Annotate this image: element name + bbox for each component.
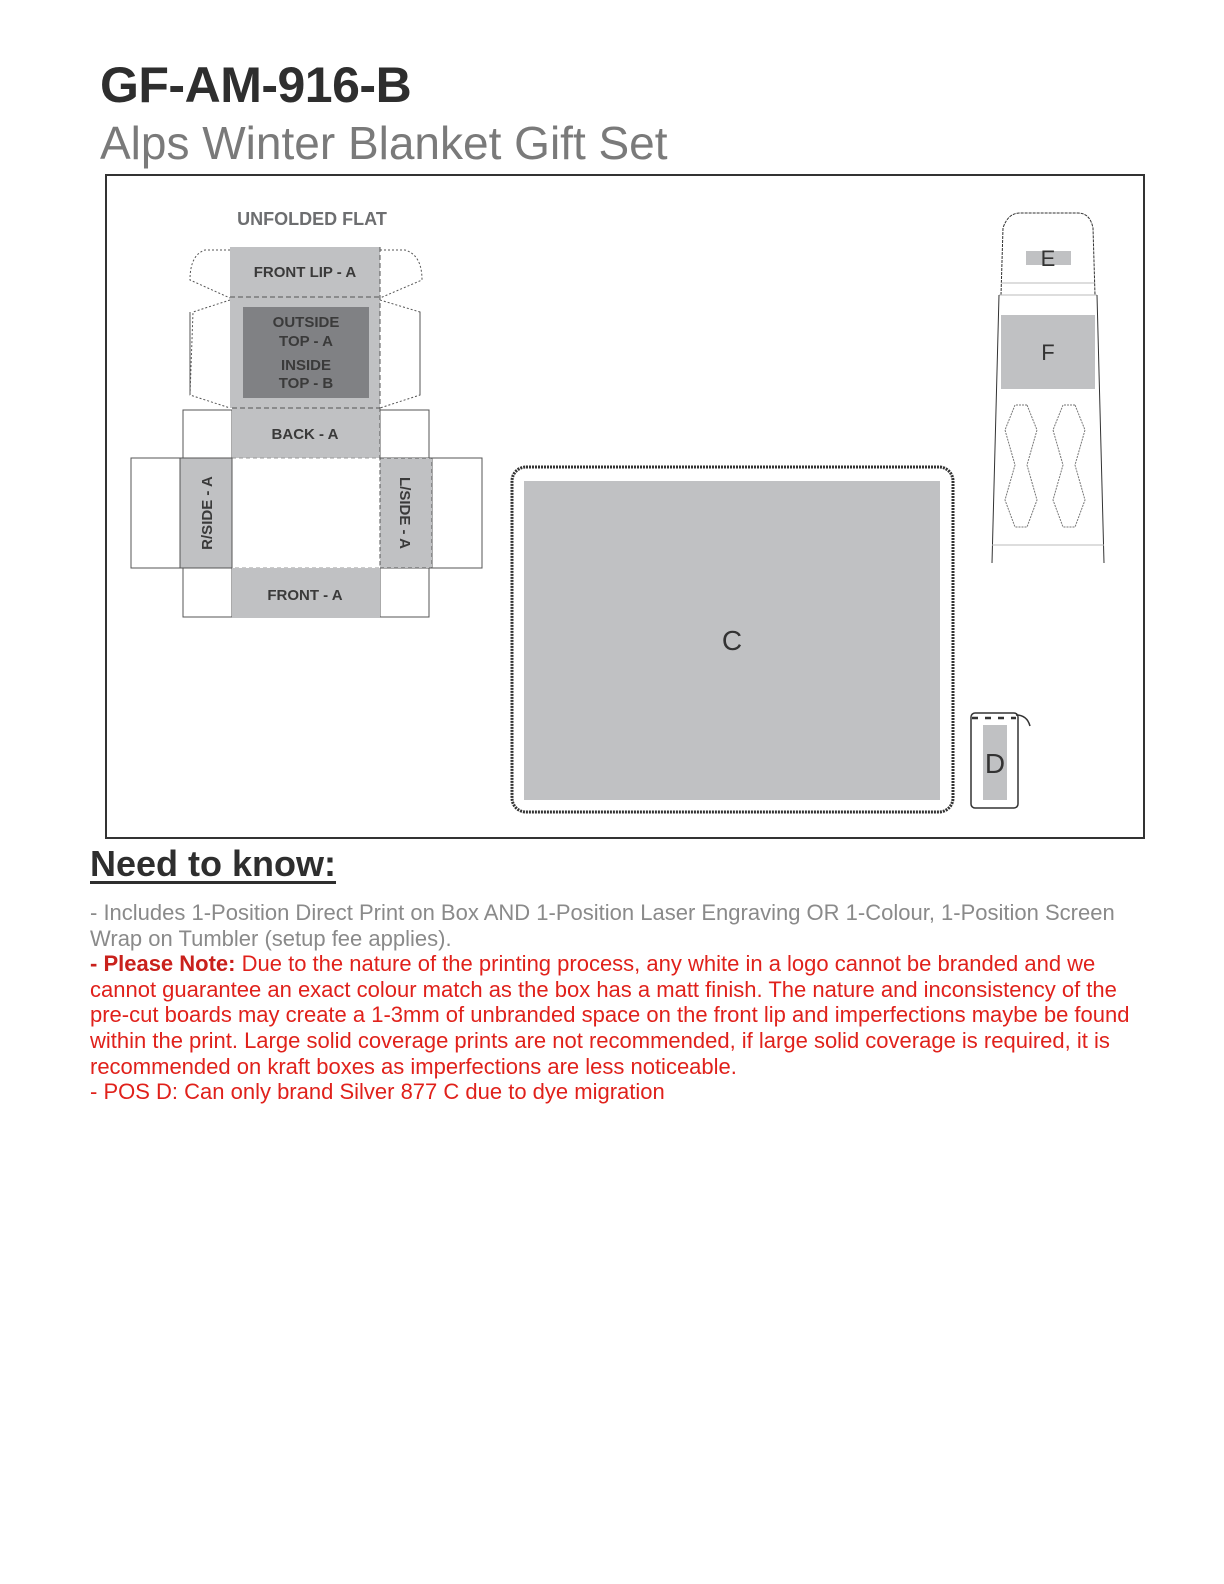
lside-label: L/SIDE - A (396, 477, 413, 549)
pos-c-label: C (722, 625, 742, 656)
please-note-text: Due to the nature of the printing proces… (90, 951, 1130, 1079)
pos-d-note: - POS D: Can only brand Silver 877 C due… (90, 1079, 665, 1105)
product-name: Alps Winter Blanket Gift Set (100, 117, 668, 169)
unfolded-flat-label: UNFOLDED FLAT (237, 209, 387, 229)
please-note: - Please Note: Due to the nature of the … (90, 951, 1150, 1079)
inside-top-label-1: INSIDE (281, 357, 331, 374)
inside-top-label-2: TOP - B (279, 375, 334, 392)
front-panel (232, 568, 380, 618)
pos-d-label: D (985, 748, 1005, 779)
print-position-diagram: UNFOLDED FLAT FRONT LIP - A OUTSIDE TOP … (130, 209, 1105, 814)
front-label: FRONT - A (267, 587, 342, 604)
outside-top-label-1: OUTSIDE (273, 314, 340, 331)
rside-label: R/SIDE - A (199, 476, 216, 550)
tumbler-positions-e-f: E F (991, 212, 1105, 564)
rside-panel (179, 457, 233, 569)
product-code: GF-AM-916-B (100, 57, 412, 113)
need-to-know-heading: Need to know: (90, 843, 337, 884)
top-print-area (243, 307, 369, 398)
pos-e-label: E (1041, 246, 1056, 271)
back-panel (232, 408, 380, 458)
front-lip-panel (230, 247, 380, 297)
pouch-position-d: D (970, 712, 1031, 809)
front-lip-label: FRONT LIP - A (254, 264, 357, 281)
need-to-know-notes: - Includes 1-Position Direct Print on Bo… (90, 900, 1150, 1105)
blanket-position-c: C (510, 465, 955, 814)
base-panel (231, 457, 381, 569)
diagram-frame (105, 174, 1145, 839)
branding-info: - Includes 1-Position Direct Print on Bo… (90, 900, 1115, 951)
outside-top-label-2: TOP - A (279, 333, 333, 350)
pos-f-label: F (1041, 340, 1054, 365)
unfolded-box-net: UNFOLDED FLAT FRONT LIP - A OUTSIDE TOP … (130, 209, 483, 618)
back-label: BACK - A (272, 426, 339, 443)
lside-panel (379, 457, 433, 569)
please-note-label: - Please Note: (90, 951, 236, 977)
